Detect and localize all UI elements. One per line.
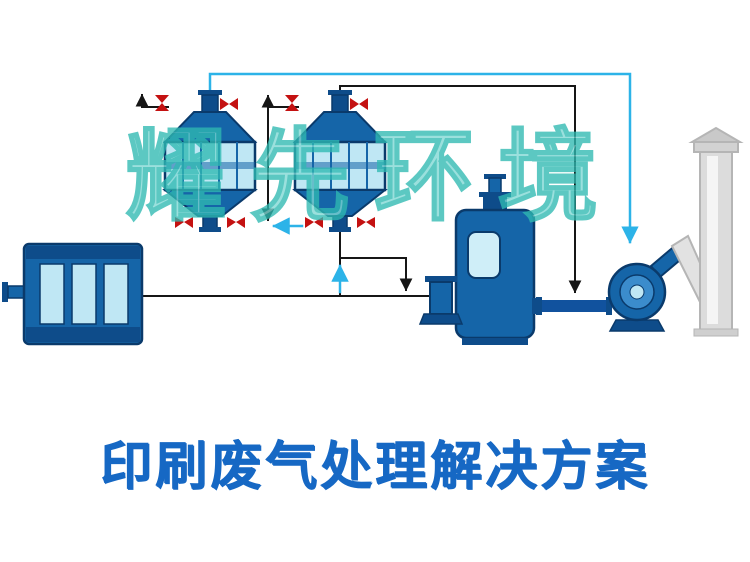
unit-bottom-band	[26, 327, 140, 342]
unit-inlet-flange	[2, 282, 8, 302]
exhaust-chimney	[670, 126, 744, 337]
tank-top-pipe	[488, 177, 502, 195]
tank-side-nozzle	[532, 298, 542, 314]
unit-top-band	[26, 246, 140, 259]
unit-slat	[39, 263, 65, 325]
tank-neck	[483, 196, 507, 212]
tank-inlet-pump	[429, 281, 453, 315]
centrifugal-fan	[607, 242, 688, 332]
filter-scrubber-unit-2	[283, 88, 387, 234]
tank-window	[467, 231, 501, 279]
tank-inlet-foot	[418, 313, 464, 325]
filter-scrubber-unit-1	[153, 88, 257, 234]
tank-to-fan-pipe	[536, 297, 612, 315]
tank-inlet-line	[339, 257, 413, 292]
unit-slat	[103, 263, 129, 325]
page-title: 印刷废气处理解决方案	[99, 436, 650, 497]
unit-inlet-pipe	[7, 285, 25, 299]
chimney-foot	[693, 328, 739, 337]
tank-base	[462, 338, 528, 345]
chimney-cap-base	[693, 141, 739, 153]
unit-slat	[71, 263, 97, 325]
top-main-duct	[208, 72, 639, 244]
pipe-flange	[606, 297, 612, 315]
adsorption-tank	[418, 174, 542, 345]
flow-lines	[135, 72, 639, 297]
tank-top-flange	[484, 174, 506, 179]
tank-inlet-flange	[425, 276, 457, 282]
chimney-highlight	[707, 156, 718, 324]
fan-hub	[629, 284, 645, 300]
fan-base	[608, 319, 666, 332]
bypass-line	[339, 85, 582, 294]
box-pretreatment-unit	[2, 242, 144, 346]
chimney-cap-roof	[688, 126, 744, 143]
tank-neck-flange	[479, 192, 511, 197]
